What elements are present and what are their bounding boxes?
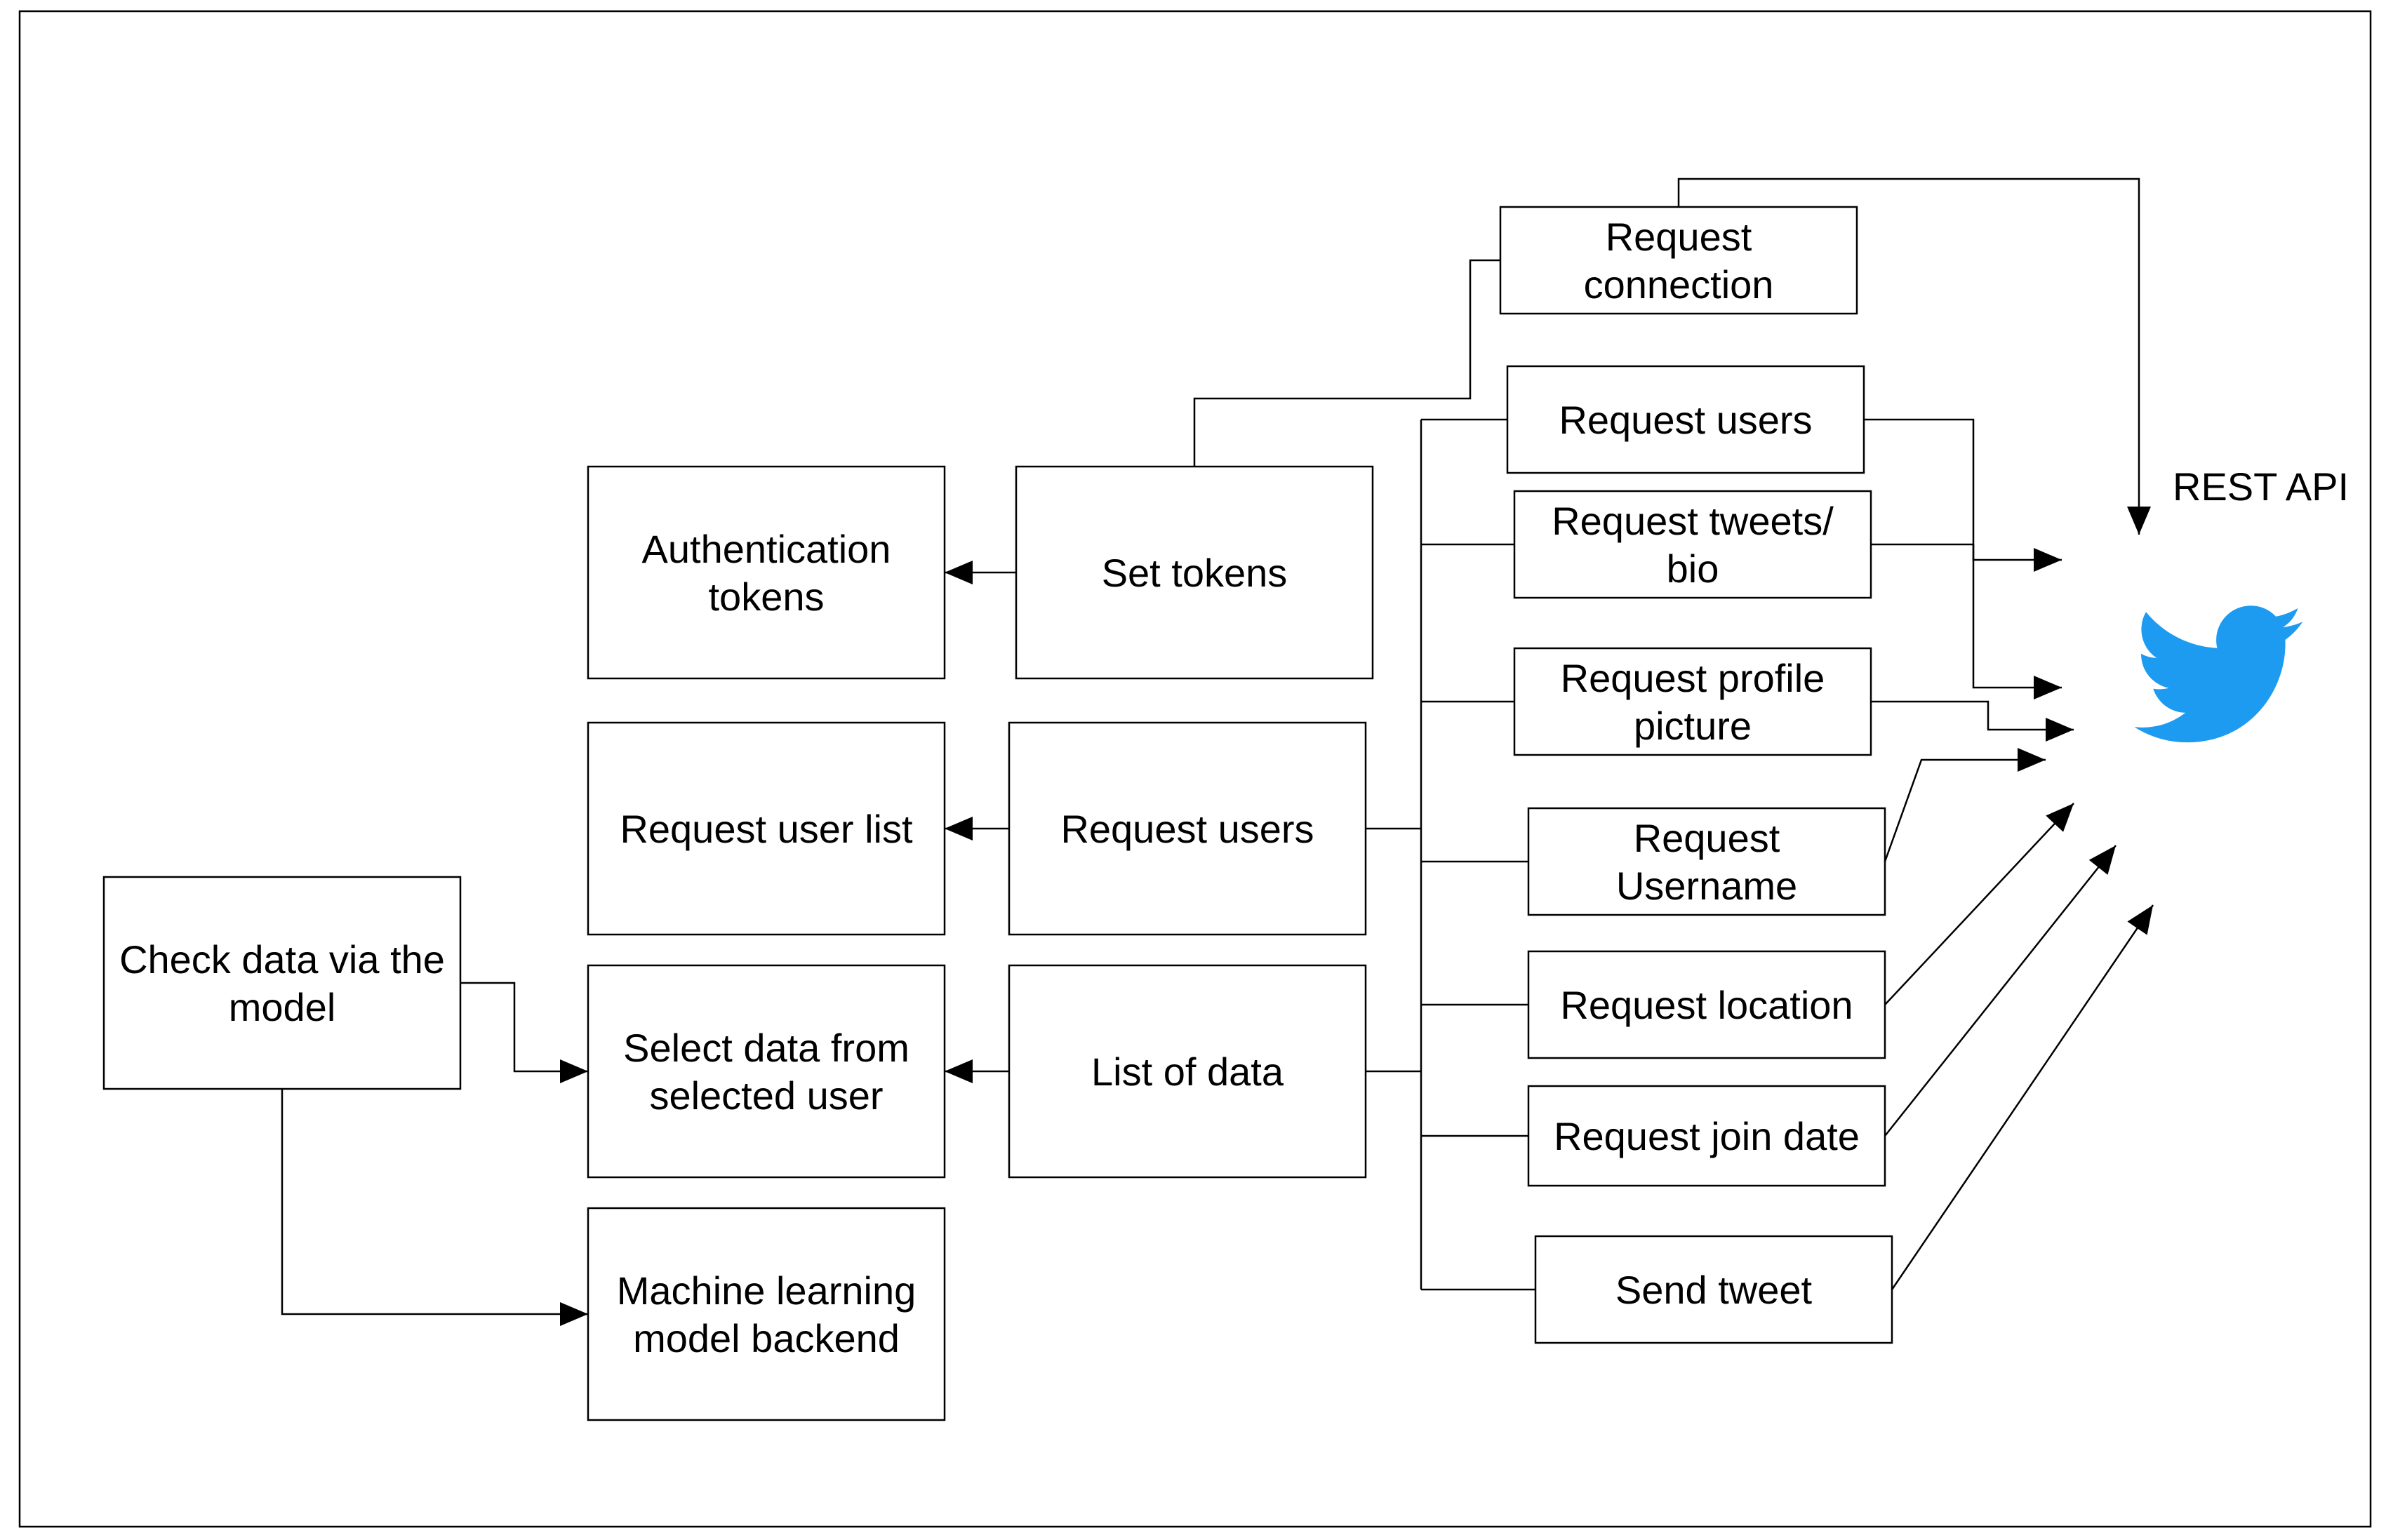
- node-label-line: connection: [1584, 262, 1774, 307]
- arrowhead: [2127, 905, 2153, 935]
- node-label-line: Request users: [1060, 807, 1314, 851]
- node-label-line: Request location: [1560, 983, 1853, 1027]
- node-label-line: selected user: [649, 1073, 883, 1118]
- edge-connection-to-rest-api: [1677, 178, 2140, 535]
- node-label-line: Machine learning: [617, 1268, 916, 1313]
- rest-api-label: REST API: [2173, 464, 2349, 509]
- node-label-line: Authentication: [642, 527, 891, 571]
- edge-username-to-api: [1884, 758, 2046, 862]
- node-label-line: Request join date: [1554, 1114, 1860, 1158]
- edge-set-tokens-to-connection: [1193, 259, 1500, 467]
- node-label-line: model: [229, 985, 336, 1029]
- node-label: Set tokens: [1102, 551, 1288, 595]
- node-label: Request join date: [1554, 1114, 1860, 1158]
- arrowhead: [945, 817, 973, 841]
- diagram-frame: [18, 10, 2372, 1528]
- node-request-users-right: Request users: [1506, 365, 1865, 474]
- node-label: Request users: [1559, 398, 1812, 442]
- arrowhead: [2046, 803, 2074, 832]
- arrowhead: [945, 561, 973, 584]
- node-label-line: Select data from: [623, 1026, 909, 1070]
- arrowhead: [945, 1059, 973, 1083]
- edge-send-tweet-to-api: [1891, 904, 2154, 1290]
- node-label-line: Send tweet: [1615, 1268, 1813, 1312]
- twitter-bird-icon: [2134, 605, 2303, 743]
- node-label-line: Request user list: [620, 807, 913, 851]
- node-label: Request tweets/bio: [1552, 499, 1834, 591]
- arrowhead: [560, 1059, 588, 1083]
- arrowhead: [2046, 718, 2074, 742]
- node-request-tweets-bio: Request tweets/bio: [1513, 490, 1872, 599]
- node-label-line: List of data: [1091, 1050, 1284, 1094]
- node-label-line: Request tweets/: [1552, 499, 1834, 543]
- node-request-user-list: Request user list: [587, 721, 946, 936]
- arrowhead: [2034, 676, 2062, 699]
- node-request-location: Request location: [1527, 950, 1886, 1059]
- node-label-line: bio: [1667, 547, 1719, 591]
- node-label-line: Username: [1616, 864, 1797, 908]
- node-set-tokens: Set tokens: [1015, 465, 1374, 680]
- node-label: Send tweet: [1615, 1268, 1813, 1312]
- edge-location-to-api: [1884, 803, 2074, 1005]
- arrowhead: [560, 1302, 588, 1326]
- node-label: List of data: [1091, 1050, 1284, 1094]
- edge-check-to-ml: [281, 1089, 588, 1315]
- node-label-line: Request: [1634, 816, 1780, 860]
- node-label: Request users: [1060, 807, 1314, 851]
- arrowhead: [2088, 845, 2116, 875]
- edge-check-to-select: [460, 982, 588, 1073]
- edge-join-date-to-api: [1884, 845, 2117, 1137]
- arrowhead: [2034, 548, 2062, 572]
- node-request-users-mid: Request users: [1008, 721, 1367, 936]
- edges-layer: [281, 178, 2154, 1326]
- node-label-line: Request: [1606, 215, 1752, 259]
- edge-request-users-to-api: [1864, 418, 2062, 689]
- node-label-line: picture: [1634, 704, 1752, 748]
- node-label-line: Set tokens: [1102, 551, 1288, 595]
- node-request-join-date: Request join date: [1527, 1085, 1886, 1187]
- edge-profile-picture-to-api: [1871, 700, 2074, 731]
- node-label: Request user list: [620, 807, 913, 851]
- node-send-tweet: Send tweet: [1534, 1235, 1893, 1344]
- node-label-line: model backend: [633, 1316, 900, 1360]
- node-label-line: tokens: [709, 575, 825, 619]
- node-label-line: Check data via the: [119, 937, 445, 982]
- edge-tweets-bio-to-api: [1871, 543, 2062, 561]
- arrowhead: [2018, 748, 2046, 772]
- node-list-of-data: List of data: [1008, 964, 1367, 1179]
- node-label-line: Request profile: [1561, 656, 1825, 700]
- arrowhead: [2127, 507, 2151, 535]
- node-label-line: Request users: [1559, 398, 1812, 442]
- node-label: Request location: [1560, 983, 1853, 1027]
